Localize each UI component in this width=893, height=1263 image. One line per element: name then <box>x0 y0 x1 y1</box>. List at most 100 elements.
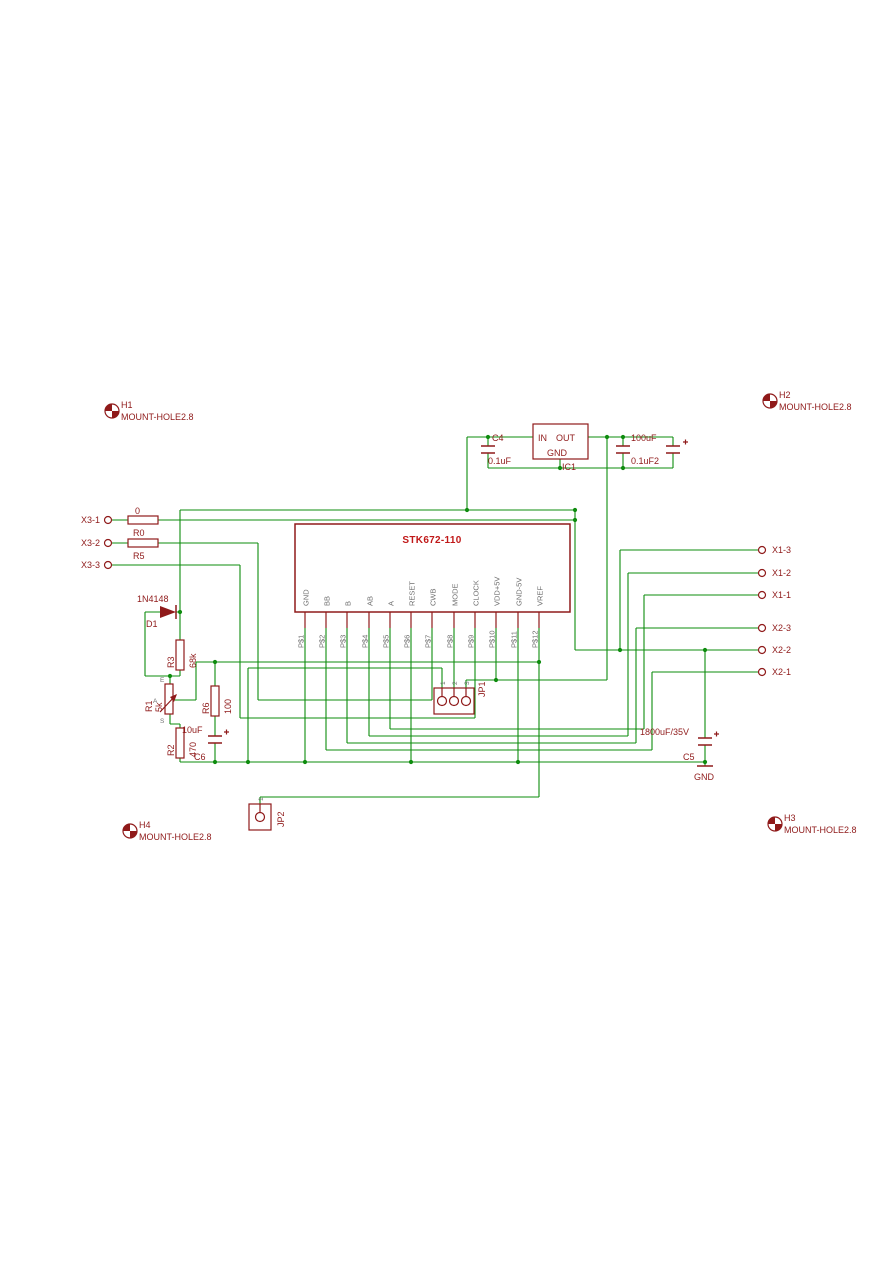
connector-x3[interactable]: X3-1 X3-2 X3-3 <box>81 515 113 570</box>
jumper-pin-stubs <box>441 688 467 697</box>
connector-pad[interactable] <box>103 560 113 570</box>
capacitor-decouple[interactable]: 100uF <box>616 433 657 454</box>
capacitor-c4[interactable]: C4 0.1uF <box>481 433 512 466</box>
jumper-pad[interactable] <box>448 695 460 707</box>
mount-hole-name: H3 <box>784 813 796 823</box>
jumper-pin-number: 3 <box>464 681 471 685</box>
ic-pin-label: A <box>387 601 396 606</box>
ic-pad-name: P$4 <box>361 635 370 648</box>
pin-label: X2-3 <box>772 623 791 633</box>
connector-pad[interactable] <box>757 545 767 555</box>
connector-pad[interactable] <box>757 667 767 677</box>
regulator-ic1[interactable]: IN OUT GND IC1 <box>532 423 589 472</box>
ic-pin-label: GND-5V <box>515 578 524 606</box>
capacitor-c5[interactable]: 1800uF/35V C5 <box>640 727 719 762</box>
regulator-pin-gnd: GND <box>547 448 568 458</box>
connector-pad[interactable] <box>757 590 767 600</box>
pin-label: X1-2 <box>772 568 791 578</box>
connector-x2[interactable]: X2-3 X2-2 X2-1 <box>757 623 792 677</box>
resistor-name: R0 <box>133 528 145 538</box>
jumper-pad[interactable] <box>254 811 266 823</box>
net-wires <box>111 436 758 804</box>
capacitor-bulk[interactable]: 0.1uF2 <box>631 439 688 467</box>
connector-pad[interactable] <box>757 623 767 633</box>
jumper-jp1[interactable]: 1 2 3 JP1 <box>433 681 487 715</box>
plus-polarity-icon <box>714 731 719 737</box>
mount-hole-h3[interactable]: H3 MOUNT-HOLE2.8 <box>767 813 857 835</box>
pin-label: X2-2 <box>772 645 791 655</box>
ic-pin-label: B <box>344 601 353 606</box>
ic-pad-name: P$9 <box>467 635 476 648</box>
trimpot-r1[interactable]: R1 5k E A S <box>144 677 177 725</box>
gnd-symbol[interactable]: GND <box>694 765 715 782</box>
ic-pad-name: P$2 <box>318 635 327 648</box>
resistor-r6[interactable]: R6 100 <box>201 685 233 717</box>
jumper-name: JP2 <box>276 811 286 827</box>
mount-hole-h2[interactable]: H2 MOUNT-HOLE2.8 <box>762 390 852 412</box>
pin-label: X1-3 <box>772 545 791 555</box>
resistor-value: 100 <box>223 699 233 714</box>
regulator-name: IC1 <box>562 462 576 472</box>
ic-title: STK672-110 <box>402 535 461 546</box>
pin-label: X3-3 <box>81 560 100 570</box>
ic-pad-name: P$8 <box>446 635 455 648</box>
resistor-name: R3 <box>166 656 176 668</box>
diode-value: 1N4148 <box>137 594 169 604</box>
ic-pad-name: P$10 <box>488 630 497 648</box>
connector-x1[interactable]: X1-3 X1-2 X1-1 <box>757 545 792 600</box>
ic-pin-label: MODE <box>451 584 460 607</box>
ic-stk672-110[interactable]: STK672-110 P$1 P$2 P$3 P$4 P$5 P$6 P$7 P… <box>294 523 571 648</box>
capacitor-c6[interactable]: 10uF C6 <box>182 725 229 762</box>
mount-hole-name: H4 <box>139 820 151 830</box>
connector-pad[interactable] <box>757 645 767 655</box>
jumper-pin-number: 1 <box>440 681 447 685</box>
diode-name: D1 <box>146 619 158 629</box>
resistor-name: R2 <box>166 744 176 756</box>
ic-pad-name: P$6 <box>403 635 412 648</box>
connector-pad[interactable] <box>103 538 113 548</box>
pin-label: X3-2 <box>81 538 100 548</box>
connector-pad[interactable] <box>103 515 113 525</box>
pin-label: X1-1 <box>772 590 791 600</box>
ic-pin-label: GND <box>302 589 311 606</box>
mount-hole-label: MOUNT-HOLE2.8 <box>139 832 212 842</box>
regulator-pin-out: OUT <box>556 433 576 443</box>
capacitor-value: 0.1uF <box>488 456 512 466</box>
resistor-r5[interactable]: R5 <box>127 538 159 561</box>
terminal-e: E <box>160 677 165 684</box>
wiper-arrowhead-icon <box>170 694 177 702</box>
ic-pin-label: AB <box>366 596 375 606</box>
resistor-r0[interactable]: 0 R0 <box>127 506 159 538</box>
mount-hole-h1[interactable]: H1 MOUNT-HOLE2.8 <box>104 400 194 422</box>
ic-pad-name: P$7 <box>424 635 433 648</box>
ic-pin-label: BB <box>323 596 332 606</box>
ic-pin-label: CWB <box>429 589 438 607</box>
connector-pad[interactable] <box>757 568 767 578</box>
jumper-pin-number: 2 <box>452 681 459 685</box>
resistor-r2[interactable]: R2 470 <box>166 727 198 759</box>
regulator-pin-in: IN <box>538 433 547 443</box>
mount-hole-name: H2 <box>779 390 791 400</box>
pin-label: X2-1 <box>772 667 791 677</box>
plus-polarity-icon <box>224 729 229 735</box>
diode-d1[interactable]: 1N4148 D1 <box>137 594 177 629</box>
terminal-s: S <box>160 718 165 725</box>
capacitor-name: C5 <box>683 752 695 762</box>
mount-hole-h4[interactable]: H4 MOUNT-HOLE2.8 <box>122 820 212 842</box>
ic-pad-name: P$5 <box>382 635 391 648</box>
capacitor-name: C4 <box>492 433 504 443</box>
jumper-pad[interactable] <box>436 695 448 707</box>
resistor-value: 470 <box>188 742 198 757</box>
ic-pin-label: VREF <box>536 586 545 606</box>
ic-pin-stubs <box>304 612 540 628</box>
jumper-pad[interactable] <box>460 695 472 707</box>
terminal-a: A <box>153 698 158 705</box>
resistor-r3[interactable]: R3 68k <box>166 639 198 671</box>
jumper-jp2[interactable]: 1 JP2 <box>248 797 286 831</box>
ic-pin-label: RESET <box>408 581 417 606</box>
ic-pad-name: P$3 <box>339 635 348 648</box>
capacitor-name: C6 <box>194 752 206 762</box>
ic-pin-label: CLOCK <box>472 580 481 606</box>
